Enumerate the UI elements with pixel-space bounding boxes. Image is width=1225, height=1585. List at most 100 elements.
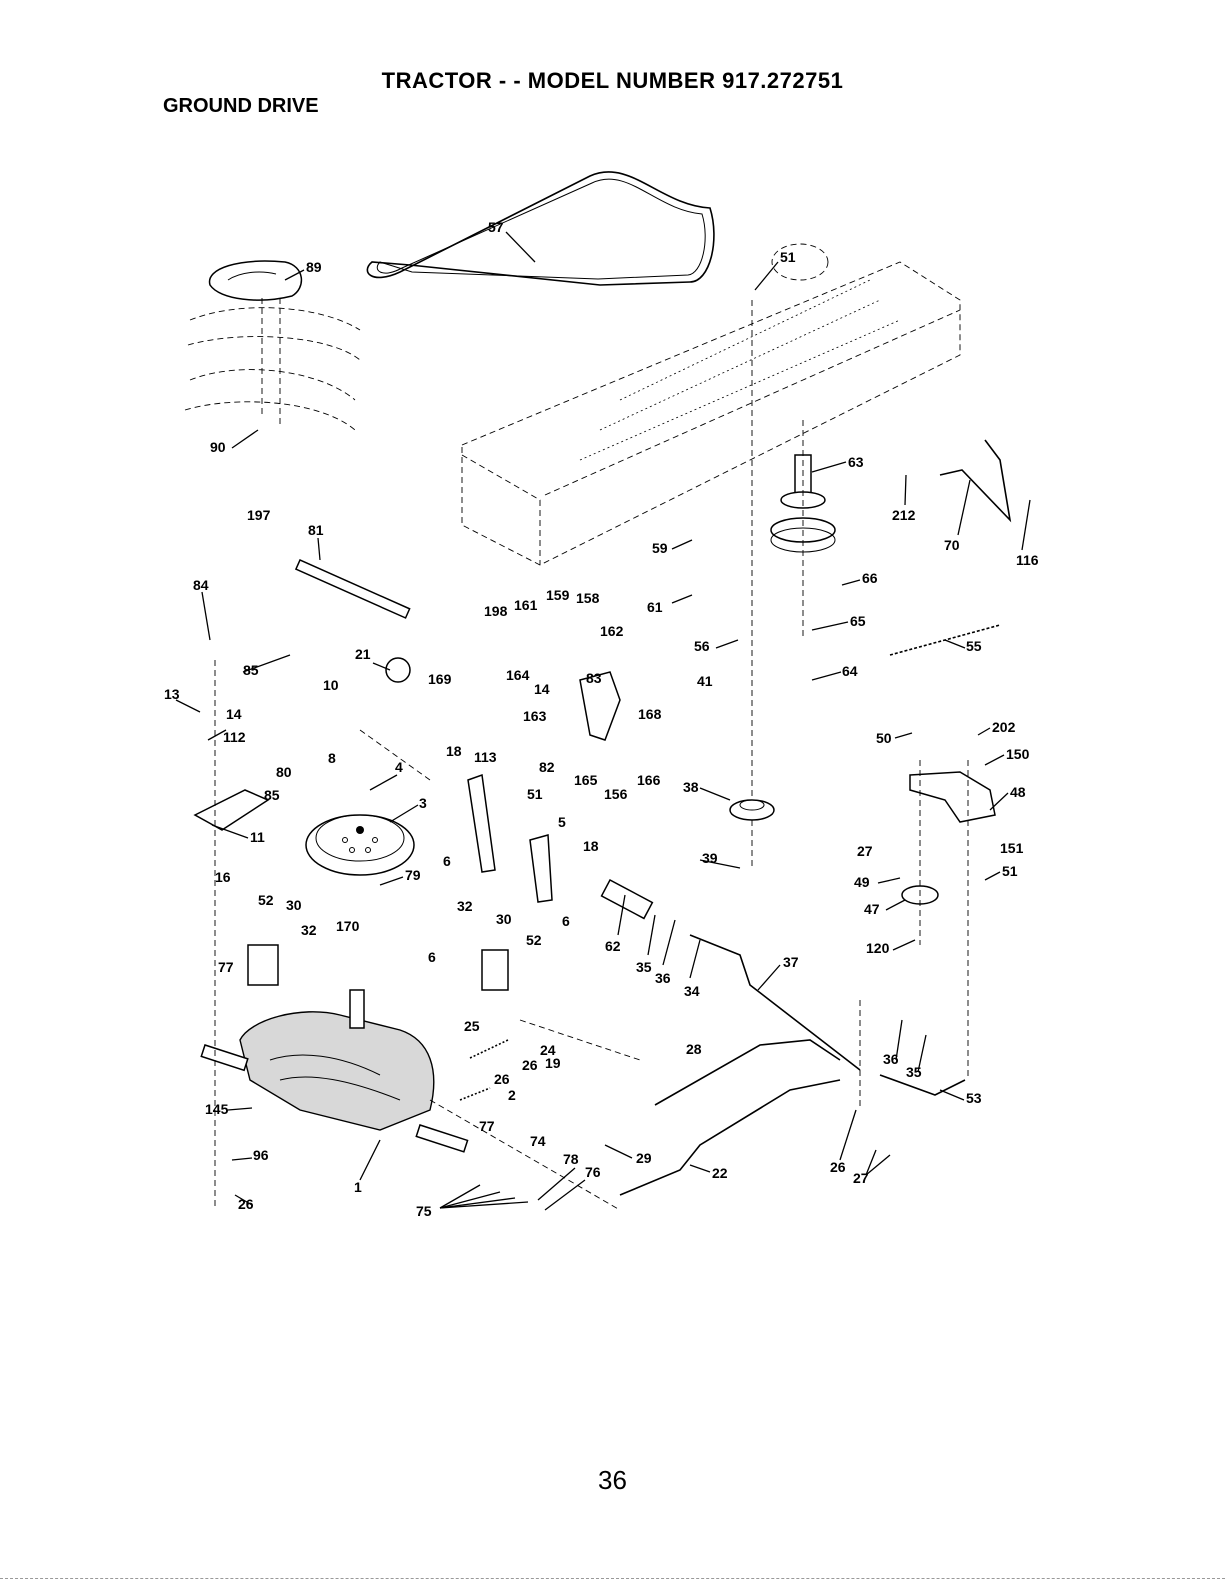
callout-label: 65	[850, 613, 866, 629]
callout-label: 26	[522, 1057, 538, 1073]
sleeve-62	[600, 878, 654, 920]
callout-label: 61	[647, 599, 663, 615]
callout-label: 78	[563, 1151, 579, 1167]
callout-label: 28	[686, 1041, 702, 1057]
callout-label: 26	[494, 1071, 510, 1087]
callout-label: 35	[636, 959, 652, 975]
callout-label: 10	[323, 677, 339, 693]
callout-label: 113	[474, 749, 497, 765]
callout-label: 198	[484, 603, 508, 619]
callout-label: 163	[523, 708, 547, 724]
bracket-113	[467, 773, 496, 873]
callout-label: 168	[638, 706, 662, 722]
knob-21	[385, 657, 411, 683]
callout-label: 52	[258, 892, 274, 908]
callout-label: 55	[966, 638, 982, 654]
callout-label: 170	[336, 918, 360, 934]
callout-label: 19	[545, 1055, 561, 1071]
callout-label: 5	[558, 814, 566, 830]
callout-label: 6	[443, 853, 451, 869]
callout-label: 16	[215, 869, 231, 885]
plate-30-left	[247, 944, 279, 986]
spring-25	[459, 1039, 509, 1101]
callout-label: 161	[514, 597, 538, 613]
callout-label: 29	[636, 1150, 652, 1166]
callout-label: 76	[585, 1164, 601, 1180]
guide-lines	[214, 660, 969, 1211]
callout-label: 150	[1006, 746, 1030, 762]
rod-70	[939, 439, 1012, 523]
callout-label: 2	[508, 1087, 516, 1103]
bracket-80	[193, 789, 270, 831]
bracket-5	[529, 834, 553, 903]
page-number: 36	[598, 1465, 627, 1495]
callout-label: 145	[205, 1101, 229, 1117]
callout-label: 74	[530, 1133, 546, 1149]
callout-label: 162	[600, 623, 624, 639]
callout-label: 57	[488, 219, 504, 235]
callout-label: 18	[446, 743, 462, 759]
callout-label: 158	[576, 590, 600, 606]
pulley-3	[305, 814, 415, 876]
callout-label: 41	[697, 673, 713, 689]
callout-label: 112	[223, 729, 246, 745]
transaxle-1	[200, 989, 469, 1153]
callout-label: 166	[637, 772, 661, 788]
callout-label: 30	[286, 897, 302, 913]
callout-label: 70	[944, 537, 960, 553]
callout-label: 24	[540, 1042, 556, 1058]
callout-label: 77	[218, 959, 234, 975]
callout-label: 18	[583, 838, 599, 854]
callout-label: 38	[683, 779, 699, 795]
linkage-rods	[619, 934, 966, 1196]
callout-label: 49	[854, 874, 870, 890]
callout-label: 80	[276, 764, 292, 780]
callout-label: 13	[164, 686, 180, 702]
callout-label: 21	[355, 646, 371, 662]
callout-label: 156	[604, 786, 628, 802]
callout-label: 151	[1000, 840, 1024, 856]
callout-label: 164	[506, 667, 530, 683]
callout-label: 77	[479, 1118, 495, 1134]
callout-label: 50	[876, 730, 892, 746]
callout-label: 39	[702, 850, 718, 866]
shaft-81	[294, 559, 411, 619]
leader-lines	[175, 231, 1031, 1211]
callout-label: 59	[652, 540, 668, 556]
callout-label: 51	[527, 786, 543, 802]
bracket-165	[579, 671, 621, 741]
callout-label: 66	[862, 570, 878, 586]
bottom-border	[0, 1578, 1225, 1579]
callout-label: 75	[416, 1203, 432, 1219]
callout-label: 85	[264, 787, 280, 803]
callout-label: 83	[586, 670, 602, 686]
callout-label: 14	[226, 706, 242, 722]
callout-label: 56	[694, 638, 710, 654]
callout-label: 82	[539, 759, 555, 775]
callout-label: 26	[238, 1196, 254, 1212]
plate-30-right	[481, 949, 509, 991]
callout-label: 53	[966, 1090, 982, 1106]
callout-label: 197	[247, 507, 271, 523]
callout-label: 63	[848, 454, 864, 470]
callout-label: 8	[328, 750, 336, 766]
bracket-48	[909, 771, 996, 823]
drive-belt-57	[366, 171, 715, 286]
callout-label: 48	[1010, 784, 1026, 800]
callout-label: 212	[892, 507, 916, 523]
callout-label: 89	[306, 259, 322, 275]
callout-label: 27	[857, 843, 873, 859]
callout-label: 32	[457, 898, 473, 914]
callout-label: 52	[526, 932, 542, 948]
callout-label: 62	[605, 938, 621, 954]
callout-label: 79	[405, 867, 421, 883]
callout-label: 32	[301, 922, 317, 938]
callout-label: 22	[712, 1165, 728, 1181]
callout-label: 169	[428, 671, 452, 687]
callout-label: 30	[496, 911, 512, 927]
callout-label: 165	[574, 772, 598, 788]
callout-label: 34	[684, 983, 700, 999]
callout-label: 36	[655, 970, 671, 986]
callout-label: 1	[354, 1179, 362, 1195]
